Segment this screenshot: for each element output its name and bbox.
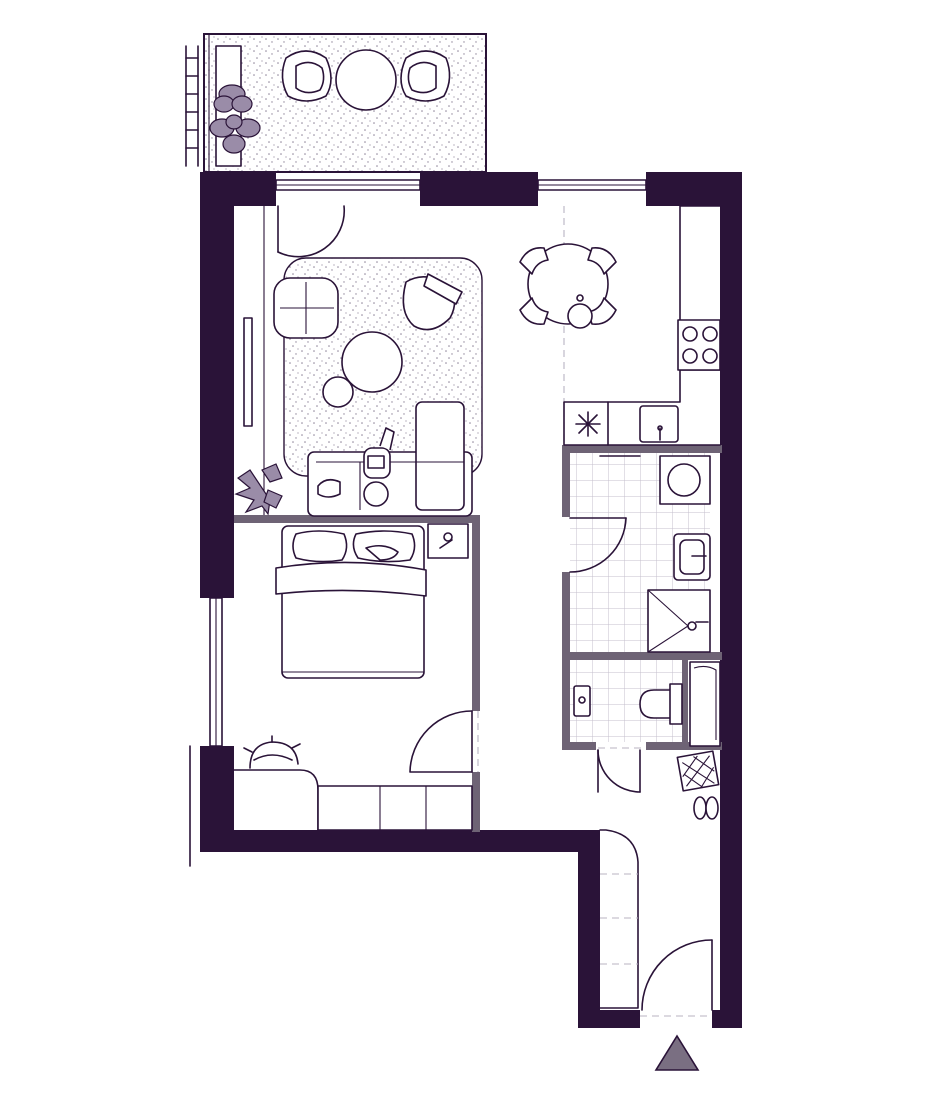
plant-icon <box>209 84 261 154</box>
dining-chair <box>519 246 549 275</box>
balcony-table <box>335 49 397 111</box>
washing-machine <box>659 455 711 505</box>
toilet-icon <box>639 683 683 725</box>
window-living <box>275 179 421 191</box>
sofa-icon <box>307 401 473 517</box>
bedroom <box>233 523 479 831</box>
bathroom <box>569 453 711 653</box>
corridor-wardrobe <box>599 829 639 1009</box>
plant-icon <box>234 463 283 516</box>
bathroom-door[interactable] <box>569 517 627 573</box>
nightstand <box>427 523 469 559</box>
appliance-symbol <box>575 401 609 446</box>
lounge-chair <box>402 273 463 331</box>
window-kitchen <box>537 179 647 191</box>
slippers-icon <box>693 796 719 820</box>
hallway <box>599 750 720 1017</box>
shower-icon <box>647 589 711 653</box>
balcony-chair <box>400 50 451 102</box>
toilet-door[interactable] <box>597 747 646 793</box>
hallway-wardrobe <box>689 661 721 747</box>
window-bedroom <box>189 597 223 867</box>
balcony-chair <box>281 50 332 102</box>
entrance-door[interactable] <box>640 939 713 1017</box>
stove-icon <box>677 319 721 371</box>
armchair <box>273 277 339 339</box>
toilet <box>570 660 683 793</box>
bed-icon <box>275 525 427 679</box>
tv-unit <box>243 317 253 427</box>
living-room <box>234 205 483 517</box>
fruit-plate <box>567 303 593 329</box>
exterior-walls <box>200 172 742 1028</box>
desk-chair <box>243 735 301 769</box>
person-reading <box>363 427 395 507</box>
bedroom-door[interactable] <box>409 710 473 773</box>
dining-table <box>527 243 609 325</box>
kitchen <box>519 205 721 446</box>
small-sink-icon <box>573 685 591 717</box>
balcony-door[interactable] <box>263 205 346 515</box>
balcony-railing <box>185 45 199 167</box>
dining-chair <box>519 297 549 326</box>
sink-icon <box>639 405 679 443</box>
coffee-table <box>341 331 403 393</box>
interior-walls <box>234 445 722 832</box>
side-table <box>322 376 354 408</box>
balcony <box>185 33 487 173</box>
desk <box>233 769 473 831</box>
entrance-arrow-icon <box>654 1034 700 1071</box>
sink-icon <box>673 533 711 581</box>
doormat-icon <box>676 750 720 792</box>
dining-chair <box>587 246 617 275</box>
